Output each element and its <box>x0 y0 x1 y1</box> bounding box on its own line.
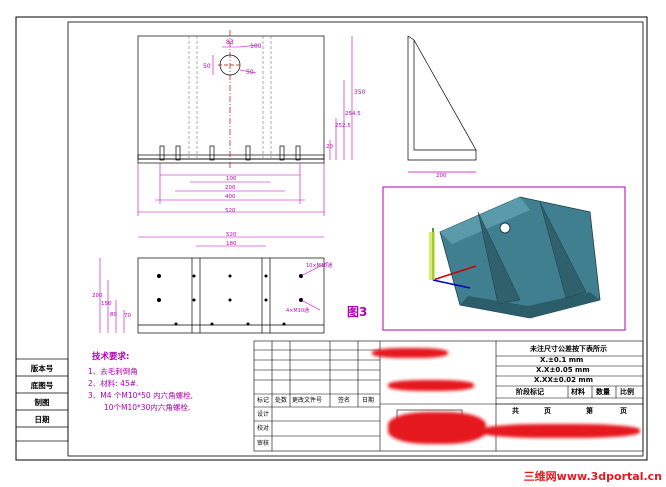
side-label-base-drawing: 底图号 <box>30 381 54 390</box>
inner-border <box>67 21 644 457</box>
dim-front-12: 520 <box>225 208 236 214</box>
review-label: 审核 <box>257 440 270 447</box>
top-dims <box>99 236 329 333</box>
change-doc-label: 更改文件号 <box>292 397 323 404</box>
tech-item-3: 3、M4 个M10*50 内六角螺栓, <box>88 391 193 400</box>
dim-front-4: 50 <box>246 69 254 76</box>
date-label: 日期 <box>362 397 375 404</box>
weight-label: 数量 <box>596 388 610 396</box>
outer-border <box>15 16 648 461</box>
page-label: 页 <box>544 407 551 415</box>
redaction-3 <box>388 412 486 444</box>
side-label-drawn: 制图 <box>34 398 50 407</box>
dim-top-1: 520 <box>226 232 237 238</box>
dim-front-9: 100 <box>226 176 237 182</box>
tech-item-2: 2、材料: 45#. <box>88 379 139 388</box>
tech-title: 技术要求: <box>92 352 130 362</box>
stage-mark: 阶段标记 <box>516 388 544 396</box>
dim-front-2: 100 <box>250 43 262 50</box>
side-label-table <box>15 358 69 442</box>
side-view <box>407 35 477 173</box>
dim-top-4: 150 <box>101 301 112 307</box>
sign-label: 签名 <box>338 397 351 404</box>
dim-front-11: 400 <box>225 194 236 200</box>
dim-top-note2: 4×M10通 <box>286 308 310 314</box>
model-3d <box>429 196 601 319</box>
dim-front-8: 20 <box>326 144 333 150</box>
dim-top-2: 180 <box>226 241 237 247</box>
side-label-date: 日期 <box>34 415 50 424</box>
design-label: 设计 <box>257 411 270 418</box>
side-label-version: 版本号 <box>30 364 54 373</box>
dim-top-3: 200 <box>92 293 103 299</box>
front-view <box>137 30 325 170</box>
top-view <box>137 257 325 334</box>
tech-item-4: 10个M10*30内六角螺栓. <box>104 403 191 412</box>
dim-top-5: 80 <box>110 312 117 318</box>
front-dims <box>137 36 353 216</box>
tolerance-2: X.X±0.05 mm <box>536 366 590 374</box>
dim-top-6: 70 <box>124 313 131 319</box>
dim-front-7: 252.5 <box>335 123 351 129</box>
redaction-2 <box>388 380 474 391</box>
count-label: 处数 <box>275 397 288 404</box>
model-3d-frame <box>382 186 626 331</box>
figure-label: 图3 <box>347 305 368 319</box>
dim-front-10: 200 <box>225 185 236 191</box>
redaction-4 <box>480 424 640 438</box>
dim-front-1: 83 <box>226 39 234 46</box>
redaction-1 <box>372 348 448 358</box>
title-block <box>253 340 644 452</box>
tech-item-1: 1、去毛刺倒角 <box>88 367 138 376</box>
dim-front-3: 50 <box>203 63 211 70</box>
total-label: 共 <box>512 407 519 415</box>
tolerance-title: 未注尺寸公差按下表所示 <box>530 345 607 353</box>
mark-label: 标记 <box>257 397 270 404</box>
site-watermark: 三维网www.3dportal.cn <box>523 470 662 483</box>
sheet-no-label: 第 <box>586 407 593 415</box>
material-label: 材料 <box>571 388 585 396</box>
dim-front-6: 254.5 <box>345 111 361 117</box>
dim-side-w: 200 <box>436 173 447 179</box>
check-label: 校对 <box>257 425 270 432</box>
dim-top-note1: 10×M10通 <box>306 263 333 269</box>
dim-front-5: 350 <box>354 89 366 96</box>
tolerance-1: X.±0.1 mm <box>540 356 584 364</box>
scale-label: 比例 <box>620 388 634 396</box>
page2-label: 页 <box>620 407 627 415</box>
tolerance-3: X.XX±0.02 mm <box>534 376 594 384</box>
